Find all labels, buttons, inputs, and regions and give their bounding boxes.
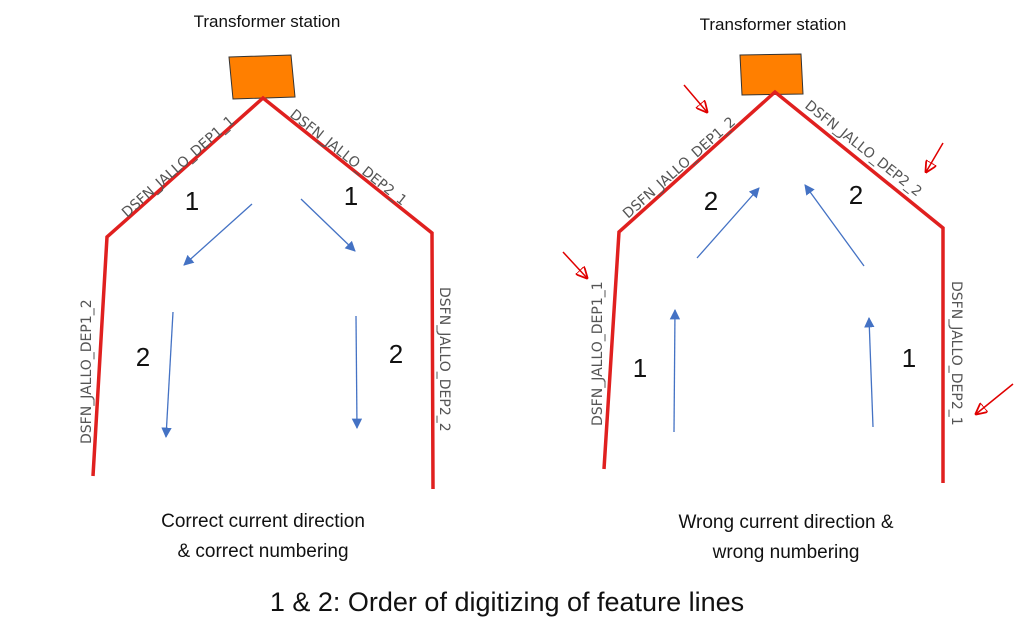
right-error-marker-left — [562, 251, 587, 278]
left-transformer-station — [228, 54, 296, 100]
right-transformer-station — [739, 53, 804, 96]
left-current-arrow-lower-left — [161, 311, 174, 439]
left-current-arrow-lower-right — [351, 315, 363, 430]
right-label-dep2-1: DSFN_JALLO_DEP2_1 — [948, 281, 964, 426]
right-order-upper-right: 2 — [849, 180, 863, 210]
right-station-label: Transformer station — [700, 15, 847, 34]
right-error-marker-top-right — [926, 142, 944, 172]
left-order-upper-left: 1 — [185, 186, 199, 216]
right-error-marker-top-left — [683, 84, 707, 112]
left-current-arrow-upper-right — [300, 198, 356, 252]
left-caption-line-1: Correct current direction — [161, 511, 365, 532]
right-diagram: Transformer station DSFN_JALLO_DEP1_2 DS… — [562, 15, 1014, 563]
left-station-label: Transformer station — [194, 12, 341, 31]
left-order-upper-right: 1 — [344, 181, 358, 211]
left-caption-line-2: & correct numbering — [177, 541, 348, 562]
left-order-lower-right: 2 — [389, 339, 403, 369]
right-label-dep1-1: DSFN_JALLO_DEP1_1 — [590, 281, 606, 426]
right-order-lower-right: 1 — [902, 343, 916, 373]
left-label-dep1-2: DSFN_JALLO_DEP1_2 — [79, 299, 95, 444]
right-current-arrow-lower-left — [669, 308, 681, 433]
right-caption-line-1: Wrong current direction & — [678, 512, 893, 533]
right-order-lower-left: 1 — [633, 353, 647, 383]
left-label-dep1-1: DSFN_JALLO_DEP1_1 — [119, 113, 238, 221]
right-label-dep1-2: DSFN_JALLO_DEP1_2 — [620, 114, 739, 222]
footer-note: 1 & 2: Order of digitizing of feature li… — [270, 587, 744, 617]
right-order-upper-left: 2 — [704, 186, 718, 216]
left-current-arrow-upper-left — [183, 203, 253, 266]
right-current-arrow-upper-left — [696, 187, 760, 259]
left-feeder-lines — [91, 95, 435, 490]
right-caption-line-2: wrong numbering — [712, 542, 860, 563]
left-label-dep2-2: DSFN_JALLO_DEP2_2 — [436, 287, 452, 432]
right-feeder-lines — [602, 89, 945, 483]
left-diagram: Transformer station DSFN_JALLO_DEP1_1 DS… — [79, 12, 452, 562]
right-current-arrow-upper-right — [804, 184, 865, 267]
left-order-lower-left: 2 — [136, 342, 150, 372]
right-error-marker-right — [976, 383, 1014, 414]
right-current-arrow-lower-right — [864, 316, 875, 428]
